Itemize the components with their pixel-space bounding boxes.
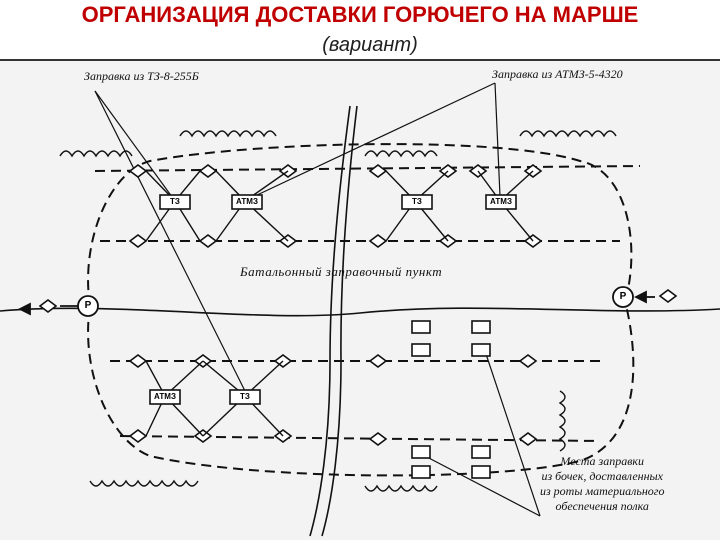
barrel-box (411, 445, 431, 459)
atmz-tag: АТМЗ (154, 392, 176, 401)
crossing-line-a (309, 105, 351, 537)
barrel-box (411, 320, 431, 334)
row-1 (94, 165, 641, 172)
note-line-2: из бочек, доставленных (541, 469, 663, 483)
refuel-point-diamond (518, 432, 538, 446)
tz-tag: ТЗ (170, 197, 180, 206)
woods-top-right (519, 130, 617, 138)
note-line-3: из роты материального (540, 484, 665, 498)
leader-atmz-2 (494, 82, 501, 197)
march-refuel-diagram: Заправка из ТЗ-8-255Б Заправка из АТМЗ-5… (0, 61, 720, 540)
barrel-box (471, 343, 491, 357)
column-diamond (658, 289, 678, 303)
refuel-point-diamond (368, 432, 388, 446)
tz-truck-box (229, 389, 261, 405)
header: ОРГАНИЗАЦИЯ ДОСТАВКИ ГОРЮЧЕГО НА МАРШЕ (… (0, 0, 720, 61)
column-diamond (38, 299, 58, 313)
diagram-canvas (0, 82, 720, 537)
woods-top-center (364, 150, 438, 158)
refuel-point-diamond (198, 234, 218, 248)
leader-tz-2 (94, 90, 246, 392)
header-divider (0, 59, 720, 61)
leader-note-2 (484, 350, 541, 517)
note-line-1: Места заправки (560, 454, 645, 468)
refuel-point-diamond (368, 234, 388, 248)
woods-bottom-center (364, 484, 438, 492)
atmz-tag: АТМЗ (490, 197, 512, 206)
woods-top-mid (179, 130, 277, 138)
main-road (0, 307, 720, 317)
leader-note-1 (424, 455, 541, 517)
atmz-truck-box (149, 389, 181, 405)
barrel-box (471, 320, 491, 334)
label-barrel-note: Места заправки из бочек, доставленных из… (540, 454, 664, 514)
top-route (87, 143, 633, 307)
leader-tz-1 (94, 90, 176, 202)
regulator-tag-left: Р (84, 300, 92, 311)
refuel-point-diamond (368, 354, 388, 368)
tz-tag: ТЗ (240, 392, 250, 401)
atmz-tag: АТМЗ (236, 197, 258, 206)
tz-truck-box (159, 194, 191, 210)
refuel-point-diamond (368, 164, 388, 178)
tz-tag: ТЗ (412, 197, 422, 206)
arrow-left-head (17, 302, 31, 316)
bottom-route (87, 300, 635, 477)
barrel-box (471, 465, 491, 479)
crossing-line-b (321, 105, 358, 537)
label-atmz-refuel: Заправка из АТМЗ-5-4320 (492, 67, 623, 81)
note-line-4: обеспечения полка (555, 499, 649, 513)
refuel-point-diamond (198, 164, 218, 178)
regulator-tag-right: Р (619, 291, 627, 302)
refuel-point-diamond (128, 234, 148, 248)
atmz-truck-box (485, 194, 517, 210)
barrel-box (471, 445, 491, 459)
leader-atmz-1 (254, 82, 496, 197)
page-title: ОРГАНИЗАЦИЯ ДОСТАВКИ ГОРЮЧЕГО НА МАРШЕ (81, 2, 639, 27)
woods-bottom-left (89, 479, 199, 487)
woods-bottom-right (558, 390, 566, 452)
page-subtitle: (вариант) (322, 34, 418, 56)
tz-truck-box (401, 194, 433, 210)
barrel-box (411, 465, 431, 479)
atmz-truck-box (231, 194, 263, 210)
refuel-point-diamond (518, 354, 538, 368)
barrel-box (411, 343, 431, 357)
label-tz-refuel: Заправка из ТЗ-8-255Б (84, 69, 199, 83)
woods-top-left (59, 150, 133, 158)
refuel-point-diamond (128, 354, 148, 368)
regulator-circle-right (612, 286, 634, 308)
label-battalion-point: Батальонный заправочный пункт (240, 264, 443, 279)
arrow-right-head (633, 290, 647, 304)
refuel-point-diamond (128, 429, 148, 443)
